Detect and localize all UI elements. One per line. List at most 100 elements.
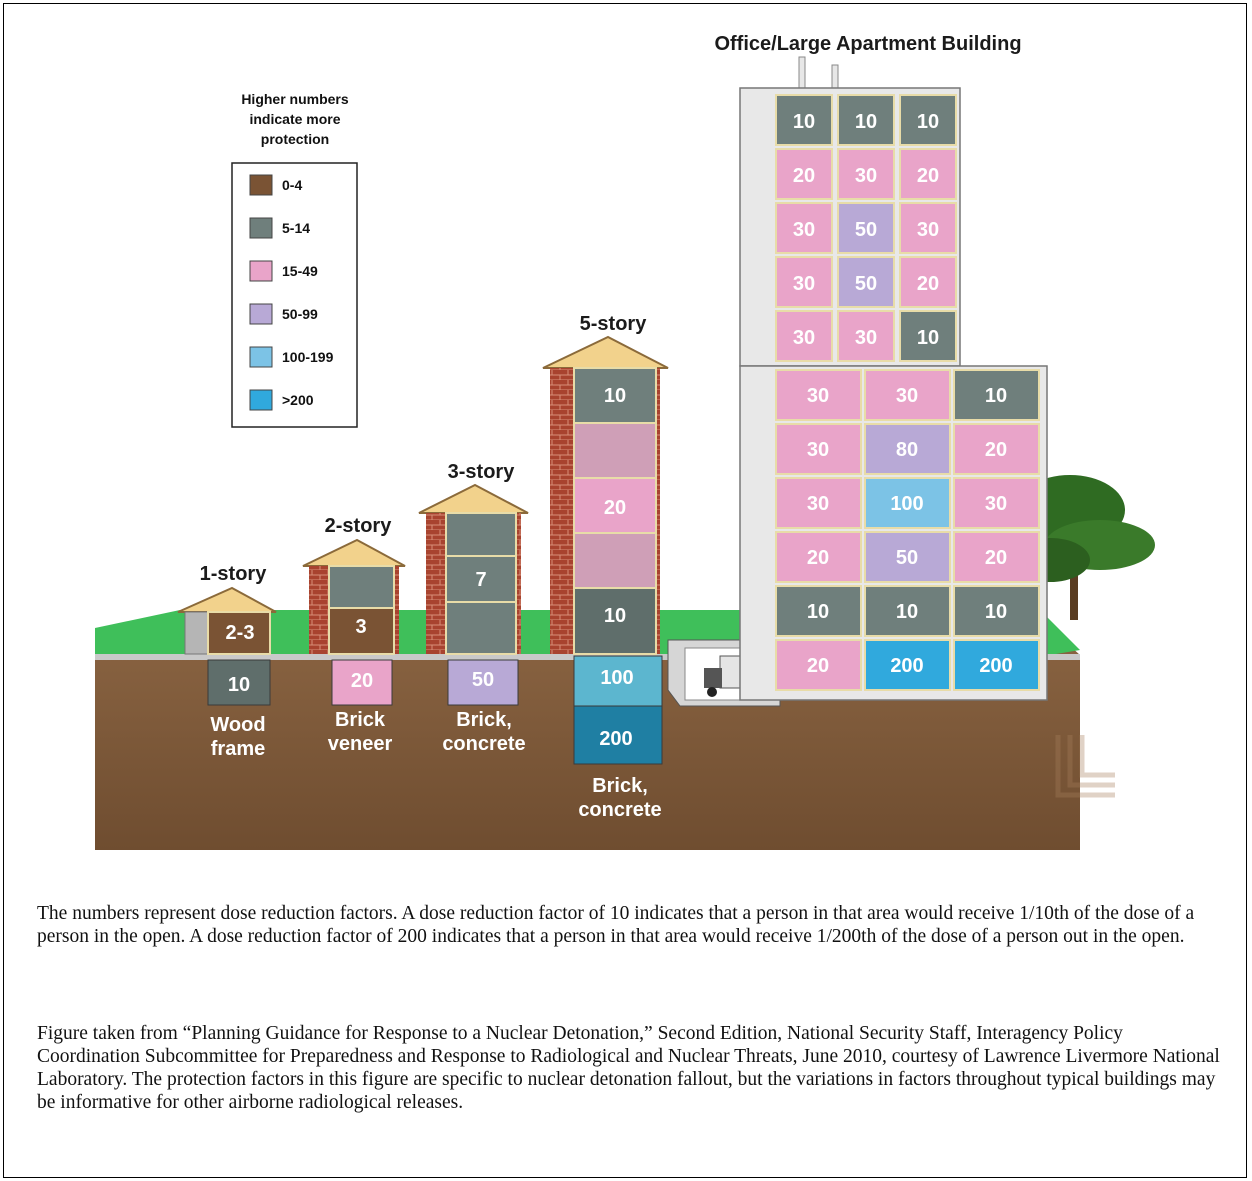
office-tower-factor: 10 xyxy=(917,327,939,349)
legend-title-line-1: Higher numbers xyxy=(241,91,349,107)
legend-label-0: 0-4 xyxy=(282,177,302,193)
two-story-material-line-1: Brick xyxy=(335,709,386,731)
office-base-room xyxy=(775,639,862,691)
five-story-basement-lower-factor: 200 xyxy=(599,728,632,750)
office-tower-room xyxy=(837,148,895,200)
two-story-floor-1-factor: 3 xyxy=(355,616,366,638)
building-five-story: 5-story 10 20 10 100 200 Brick, concrete xyxy=(542,313,669,821)
floor-2-room xyxy=(573,532,657,589)
five-story-material-line-2: concrete xyxy=(578,799,661,821)
basement-room xyxy=(207,659,271,706)
legend-swatch-3 xyxy=(249,303,273,325)
office-base-room xyxy=(864,369,951,421)
office-tower-factor: 20 xyxy=(917,165,939,187)
three-story-basement-factor: 50 xyxy=(472,669,494,691)
building-office: Office/Large Apartment Building 10 10 10 20… xyxy=(714,33,1115,798)
office-base-factor: 30 xyxy=(807,385,829,407)
basement-lower-room xyxy=(573,705,663,765)
roof xyxy=(177,586,277,613)
office-tower-room xyxy=(899,148,957,200)
protection-factor-diagram: Higher numbers indicate more protection … xyxy=(95,33,1155,850)
figure-frame xyxy=(3,3,1247,1178)
office-title: Office/Large Apartment Building xyxy=(714,33,1021,55)
office-tower-room xyxy=(775,94,833,146)
office-tower-factor: 20 xyxy=(917,273,939,295)
five-story-title: 5-story xyxy=(580,313,648,335)
floor-3-room xyxy=(445,512,517,557)
two-story-basement-factor: 20 xyxy=(351,670,373,692)
office-tower-factor: 30 xyxy=(793,273,815,295)
basement-room xyxy=(447,659,519,706)
basement-upper-room xyxy=(573,655,663,707)
roof xyxy=(302,538,406,567)
office-base-factor: 20 xyxy=(807,655,829,677)
legend-label-1: 5-14 xyxy=(282,220,310,236)
office-tower-room xyxy=(837,256,895,308)
office-tower-room xyxy=(899,310,957,362)
office-tower-factor: 30 xyxy=(855,327,877,349)
office-base-factor: 30 xyxy=(985,493,1007,515)
office-tower-factor: 10 xyxy=(917,111,939,133)
caption-paragraph-2: Figure taken from “Planning Guidance for… xyxy=(37,1023,1220,1113)
office-base-room xyxy=(864,531,951,583)
office-tower-factor: 30 xyxy=(793,219,815,241)
legend-swatch-4 xyxy=(249,346,273,368)
floor-1-room xyxy=(573,587,657,655)
ground-floor-room xyxy=(207,611,271,655)
office-base-factor: 10 xyxy=(896,601,918,623)
roof xyxy=(418,483,529,514)
logo-watermark xyxy=(1055,735,1115,798)
legend-title-line-3: protection xyxy=(261,131,329,147)
three-story-title: 3-story xyxy=(448,461,516,483)
legend-swatch-1 xyxy=(249,217,273,239)
office-tower-factor: 30 xyxy=(855,165,877,187)
office-tower-room xyxy=(775,256,833,308)
floor-1-room xyxy=(445,601,517,655)
three-story-material-line-2: concrete xyxy=(442,733,525,755)
one-story-ground-factor: 2-3 xyxy=(226,622,255,644)
office-tower-factor: 20 xyxy=(793,165,815,187)
three-story-material-line-1: Brick, xyxy=(456,709,512,731)
two-story-material-line-2: veneer xyxy=(328,733,393,755)
office-base-factor: 30 xyxy=(807,439,829,461)
office-tower-room xyxy=(899,256,957,308)
office-tower-factor: 30 xyxy=(917,219,939,241)
legend: Higher numbers indicate more protection … xyxy=(231,91,358,428)
office-tower-factor: 50 xyxy=(855,219,877,241)
caption-paragraph-1: The numbers represent dose reduction fac… xyxy=(37,903,1195,947)
legend-title-line-2: indicate more xyxy=(249,111,340,127)
one-story-basement-factor: 10 xyxy=(228,674,250,696)
roof xyxy=(542,335,669,369)
legend-label-3: 50-99 xyxy=(282,306,318,322)
office-base-room xyxy=(953,477,1040,529)
floor-2-room xyxy=(328,565,395,609)
office-base-factor: 20 xyxy=(985,439,1007,461)
office-base-factor: 80 xyxy=(896,439,918,461)
office-tower-room xyxy=(837,94,895,146)
floor-1-room xyxy=(328,607,395,655)
office-base-room xyxy=(864,477,951,529)
three-story-floor-2-factor: 7 xyxy=(475,569,486,591)
legend-label-5: >200 xyxy=(282,392,314,408)
office-base-factor: 30 xyxy=(807,493,829,515)
legend-swatch-0 xyxy=(249,174,273,196)
five-story-basement-upper-factor: 100 xyxy=(600,667,633,689)
office-base-room xyxy=(775,585,862,637)
office-base-factor: 30 xyxy=(896,385,918,407)
floor-4-room xyxy=(573,422,657,479)
office-base-factor: 10 xyxy=(985,385,1007,407)
office-base-room xyxy=(775,369,862,421)
office-base-room xyxy=(953,423,1040,475)
office-base-room xyxy=(775,423,862,475)
office-base-room xyxy=(953,639,1040,691)
office-base-room xyxy=(775,477,862,529)
office-base-room xyxy=(953,369,1040,421)
office-base-room xyxy=(864,423,951,475)
legend-box xyxy=(231,162,358,428)
five-story-floor-3-factor: 20 xyxy=(604,497,626,519)
legend-swatch-5 xyxy=(249,389,273,411)
office-base-room xyxy=(864,639,951,691)
five-story-material-line-1: Brick, xyxy=(592,775,648,797)
office-tower-factor: 30 xyxy=(793,327,815,349)
one-story-title: 1-story xyxy=(200,563,268,585)
